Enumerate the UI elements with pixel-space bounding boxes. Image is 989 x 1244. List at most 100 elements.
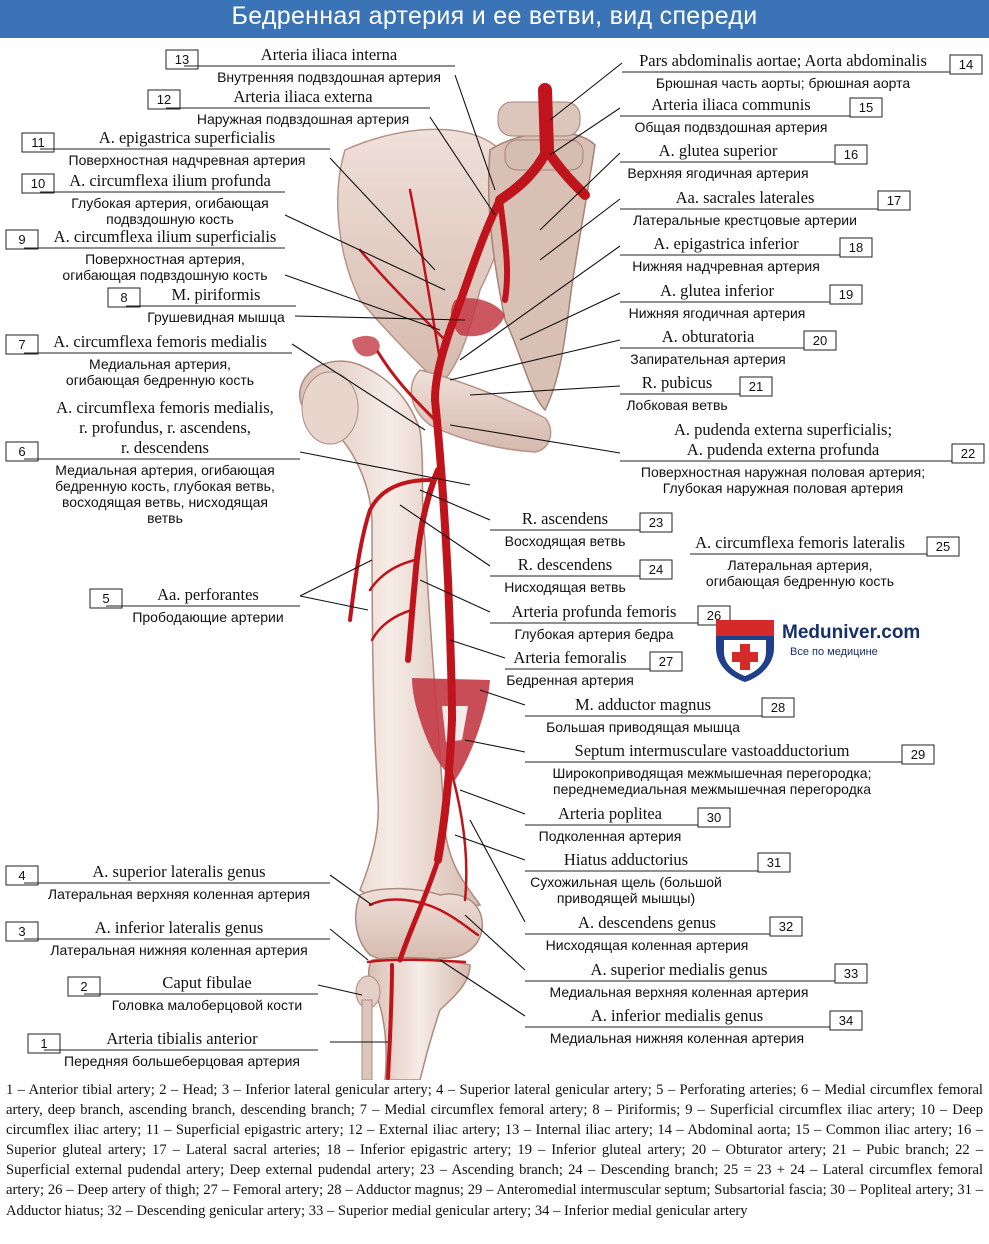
label-russian: Латеральная нижняя коленная артерия: [50, 942, 307, 958]
label-latin: Arteria iliaca interna: [261, 45, 398, 64]
label-number: 22: [961, 446, 975, 461]
label-number: 14: [959, 57, 973, 72]
label-russian: Наружная подвздошная артерия: [197, 111, 409, 127]
leader-line: [549, 107, 621, 156]
label-latin: M. piriformis: [172, 285, 261, 304]
label-number: 28: [771, 700, 785, 715]
leader-line: [329, 928, 369, 961]
lateral-circumflex-femoral-artery: [348, 478, 432, 622]
leader-line: [519, 292, 621, 341]
leader-line: [329, 874, 373, 906]
leader-line: [317, 984, 363, 996]
leader-line: [459, 789, 526, 815]
label-russian: Латеральные крестцовые артерии: [633, 212, 857, 228]
epigastric-artery: [408, 188, 442, 362]
header-bar: Бедренная артерия и ее ветви, вид сперед…: [0, 0, 989, 38]
label-number-box: [639, 512, 673, 533]
label-number: 10: [31, 176, 45, 191]
label-number-box: [649, 651, 683, 672]
deep-femoral-artery: [405, 467, 441, 663]
label-russian: Подколенная артерия: [539, 828, 682, 844]
label-number: 27: [659, 654, 673, 669]
label-russian: переднемедиальная межмышечная перегородк…: [553, 781, 871, 797]
leader-line: [549, 62, 623, 121]
label-russian: Передняя большеберцовая артерия: [64, 1053, 300, 1069]
label-russian: Головка малоберцовой кости: [112, 997, 302, 1013]
label-number: 33: [844, 966, 858, 981]
label-latin: A. descendens genus: [578, 913, 716, 932]
label-latin: A. obturatoria: [662, 327, 755, 346]
genicular-arteries: [368, 898, 480, 937]
legend-caption: 1 – Anterior tibial artery; 2 – Head; 3 …: [6, 1082, 983, 1219]
label-number-box: [21, 173, 55, 194]
label-number-box: [769, 916, 803, 937]
label-latin: Aa. perforantes: [157, 585, 259, 604]
label-number: 13: [175, 52, 189, 67]
page-title: Бедренная артерия и ее ветви, вид сперед…: [231, 2, 758, 30]
leader-line: [294, 315, 466, 321]
label-latin: A. circumflexa femoris medialis,: [56, 398, 274, 417]
leader-line: [291, 343, 426, 431]
label-latin: Arteria tibialis anterior: [106, 1029, 258, 1048]
label-number-box: [849, 97, 883, 118]
leader-line: [479, 689, 526, 706]
meduniver-logo: Meduniver.com Все по медицине: [710, 614, 920, 684]
label-latin: Arteria iliaca communis: [651, 95, 810, 114]
label-latin: Septum intermusculare vastoadductorium: [575, 741, 850, 760]
label-russian: Медиальная артерия, огибающая: [55, 462, 274, 478]
leader-line: [464, 739, 526, 753]
label-number-box: [89, 588, 123, 609]
label-number: 31: [767, 855, 781, 870]
label-number: 2: [80, 979, 87, 994]
label-latin: A. pudenda externa superficialis;: [674, 420, 892, 439]
label-russian: Медиальная верхняя коленная артерия: [550, 984, 809, 1000]
leader-line: [449, 424, 621, 454]
label-russian: Глубокая артерия, огибающая: [71, 195, 268, 211]
label-number: 8: [120, 290, 127, 305]
label-number-box: [5, 865, 39, 886]
label-latin: A. epigastrica inferior: [653, 234, 799, 253]
label-latin: M. adductor magnus: [575, 695, 711, 714]
leader-line: [419, 579, 491, 613]
label-latin: A. superior medialis genus: [591, 960, 768, 979]
label-latin: A. superior lateralis genus: [92, 862, 265, 881]
label-russian: Верхняя ягодичная артерия: [627, 165, 808, 181]
label-number-box: [5, 334, 39, 355]
leader-line: [284, 214, 446, 291]
leader-line: [399, 504, 491, 567]
label-number: 19: [839, 287, 853, 302]
leader-line: [429, 116, 496, 216]
label-number: 32: [779, 919, 793, 934]
label-latin: A. circumflexa femoris medialis: [53, 332, 267, 351]
leader-line: [539, 152, 621, 231]
descending-genicular-artery: [446, 758, 468, 902]
label-latin: A. inferior lateralis genus: [95, 918, 264, 937]
leader-line: [464, 914, 526, 971]
label-russian: ветвь: [147, 510, 183, 526]
label-russian: Поверхностная наружная половая артерия;: [641, 464, 925, 480]
label-number-box: [829, 284, 863, 305]
label-latin: Aa. sacrales laterales: [676, 188, 815, 207]
label-russian: Общая подвздошная артерия: [635, 119, 828, 135]
shield-icon: [716, 620, 774, 682]
label-russian: огибающая подвздошную кость: [62, 267, 267, 283]
genicular-arteries-inferior: [366, 958, 467, 964]
label-number: 20: [813, 333, 827, 348]
label-russian: Латеральная артерия,: [727, 557, 872, 573]
label-russian: Поверхностная надчревная артерия: [69, 152, 306, 168]
label-number: 34: [839, 1013, 853, 1028]
label-number-box: [147, 89, 181, 110]
